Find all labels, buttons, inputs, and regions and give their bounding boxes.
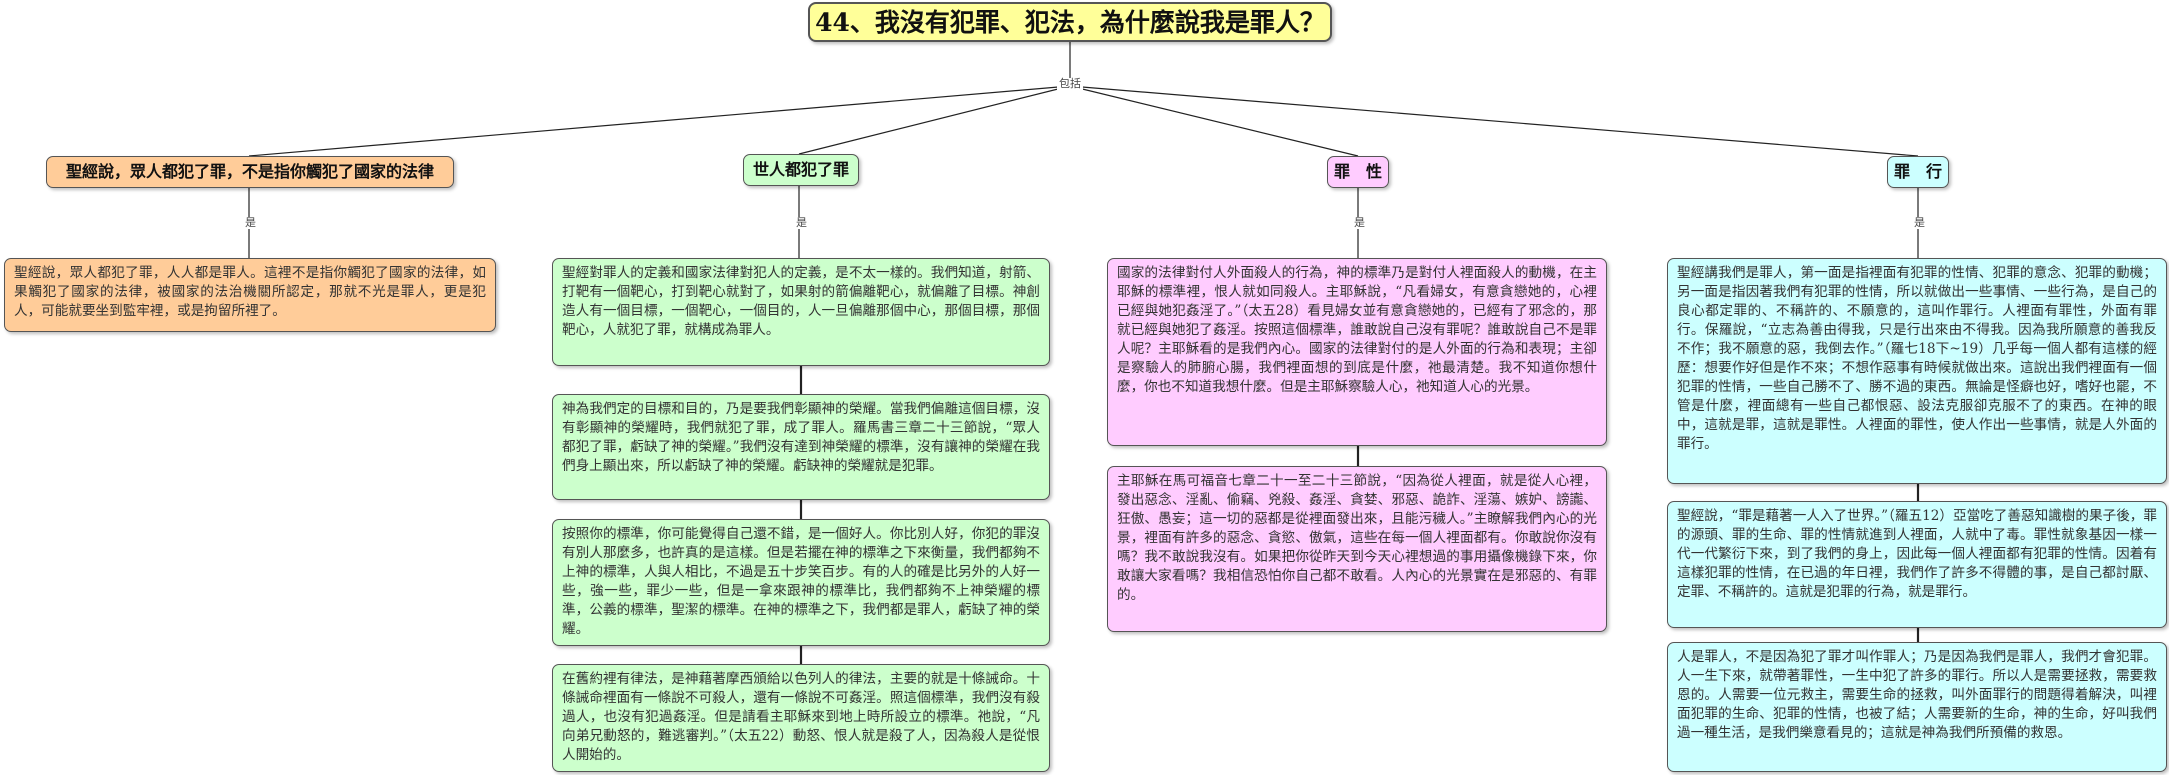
note-glory: 神為我們定的目標和目的，乃是要我們彰顯神的榮耀。當我們偏離這個目標，沒有彰顯神的… — [552, 394, 1050, 500]
link-label: 是 — [1352, 216, 1367, 229]
link-label: 是 — [794, 216, 809, 229]
topic-label: 罪 性 — [1333, 162, 1382, 181]
note-old-testament: 在舊約裡有律法，是神藉著摩西頒給以色列人的律法，主要的就是十條誡命。十條誡命裡面… — [552, 664, 1050, 772]
note-law: 聖經說，眾人都犯了罪，人人都是罪人。這裡不是指你觸犯了國家的法律，如果觸犯了國家… — [4, 258, 496, 332]
topic-label: 世人都犯了罪 — [752, 160, 849, 179]
note-text: 在舊約裡有律法，是神藉著摩西頒給以色列人的律法，主要的就是十條誡命。十條誡命裡面… — [562, 671, 1040, 763]
note-text: 按照你的標準，你可能覺得自己還不錯，是一個好人。你比別人好，你犯的罪沒有別人那麼… — [562, 526, 1040, 637]
note-text: 主耶穌在馬可福音七章二十一至二十三節說，“因為從人裡面，就是從人心裡，發出惡念、… — [1117, 473, 1597, 603]
root-title: 44、我沒有犯罪、犯法，為什麼說我是罪人？ — [815, 8, 1325, 37]
note-text: 聖經對罪人的定義和國家法律對犯人的定義，是不太一樣的。我們知道，射箭、打靶有一個… — [562, 265, 1040, 338]
topic-sin-deeds: 罪 行 — [1887, 156, 1949, 188]
note-adam: 聖經說，“罪是藉著一人入了世界。”（羅五12）亞當吃了善惡知識樹的果子後，罪的源… — [1667, 501, 2167, 628]
note-text: 聖經說，“罪是藉著一人入了世界。”（羅五12）亞當吃了善惡知識樹的果子後，罪的源… — [1677, 508, 2157, 600]
root-node: 44、我沒有犯罪、犯法，為什麼說我是罪人？ — [808, 2, 1332, 42]
note-text: 國家的法律對付人外面殺人的行為，神的標準乃是對付人裡面殺人的動機，在主耶穌的標準… — [1117, 265, 1597, 395]
note-text: 聖經講我們是罪人，第一面是指裡面有犯罪的性情、犯罪的意念、犯罪的動機；另一面是指… — [1677, 265, 2157, 452]
note-text: 聖經說，眾人都犯了罪，人人都是罪人。這裡不是指你觸犯了國家的法律，如果觸犯了國家… — [14, 265, 486, 319]
topic-label: 聖經說，眾人都犯了罪，不是指你觸犯了國家的法律 — [65, 162, 434, 181]
note-text: 神為我們定的目標和目的，乃是要我們彰顯神的榮耀。當我們偏離這個目標，沒有彰顯神的… — [562, 401, 1040, 474]
link-label: 是 — [243, 216, 258, 229]
note-standard: 按照你的標準，你可能覺得自己還不錯，是一個好人。你比別人好，你犯的罪沒有別人那麼… — [552, 519, 1050, 646]
topic-law: 聖經說，眾人都犯了罪，不是指你觸犯了國家的法律 — [46, 156, 454, 188]
note-deeds: 聖經講我們是罪人，第一面是指裡面有犯罪的性情、犯罪的意念、犯罪的動機；另一面是指… — [1667, 258, 2167, 484]
note-heart: 主耶穌在馬可福音七章二十一至二十三節說，“因為從人裡面，就是從人心裡，發出惡念、… — [1107, 466, 1607, 632]
root-link-label: 包括 — [1057, 77, 1083, 90]
topic-label: 罪 行 — [1893, 162, 1942, 181]
note-salvation: 人是罪人，不是因為犯了罪才叫作罪人；乃是因為我們是罪人，我們才會犯罪。人一生下來… — [1667, 642, 2167, 772]
topic-all-sinned: 世人都犯了罪 — [743, 154, 859, 186]
link-label: 是 — [1912, 216, 1927, 229]
note-inner-motive: 國家的法律對付人外面殺人的行為，神的標準乃是對付人裡面殺人的動機，在主耶穌的標準… — [1107, 258, 1607, 446]
topic-sin-nature: 罪 性 — [1327, 156, 1389, 188]
note-target: 聖經對罪人的定義和國家法律對犯人的定義，是不太一樣的。我們知道，射箭、打靶有一個… — [552, 258, 1050, 366]
note-text: 人是罪人，不是因為犯了罪才叫作罪人；乃是因為我們是罪人，我們才會犯罪。人一生下來… — [1677, 649, 2157, 741]
